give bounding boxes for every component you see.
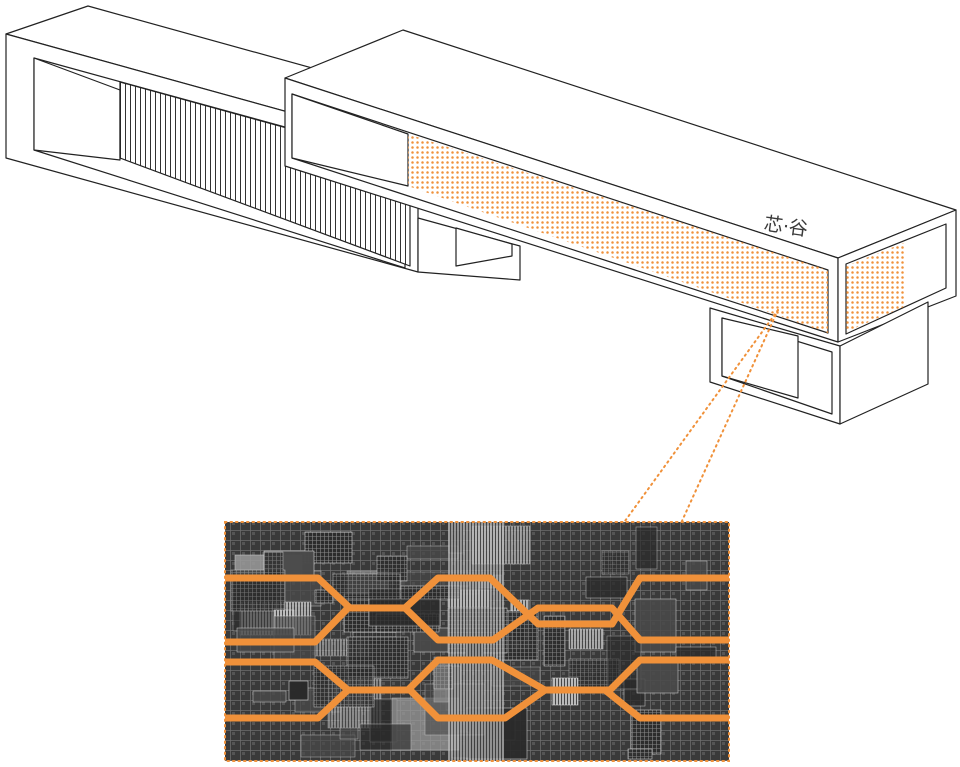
trace-1 bbox=[225, 574, 729, 628]
support-volume bbox=[709, 301, 929, 425]
callout-leaders bbox=[624, 309, 779, 522]
chip-block bbox=[359, 723, 412, 751]
chip-inset-frame bbox=[224, 521, 730, 762]
support-volume-side bbox=[839, 301, 929, 425]
underpass-frame-inner bbox=[455, 227, 513, 267]
end-screen bbox=[846, 242, 906, 332]
chip-block bbox=[627, 748, 653, 760]
trace-2 bbox=[225, 604, 729, 646]
chip-block bbox=[304, 531, 353, 564]
chip-block bbox=[288, 680, 309, 701]
chip-block bbox=[543, 615, 566, 667]
building-axonometric: 芯·谷 bbox=[5, 5, 957, 425]
callout-leader-left bbox=[624, 309, 779, 522]
underpass-frame bbox=[417, 217, 521, 281]
lower-volume-recess bbox=[33, 57, 121, 161]
chip-block bbox=[601, 550, 630, 575]
chip-block bbox=[636, 659, 679, 694]
chip-block bbox=[568, 628, 604, 650]
orange-traces bbox=[225, 574, 729, 722]
upper-volume: 芯·谷 bbox=[284, 29, 957, 343]
chip-block bbox=[252, 690, 287, 703]
orange-perforated-screen bbox=[408, 134, 828, 333]
chip-block bbox=[332, 573, 401, 600]
chip-block bbox=[263, 551, 284, 578]
support-volume-inner bbox=[721, 317, 799, 399]
chip-block bbox=[300, 734, 356, 758]
chip-block bbox=[635, 526, 658, 570]
trace-4 bbox=[225, 686, 729, 722]
callout-leader-right bbox=[681, 309, 779, 522]
trace-3 bbox=[225, 656, 729, 694]
chip-inset bbox=[224, 521, 730, 762]
chip-block bbox=[585, 576, 628, 599]
